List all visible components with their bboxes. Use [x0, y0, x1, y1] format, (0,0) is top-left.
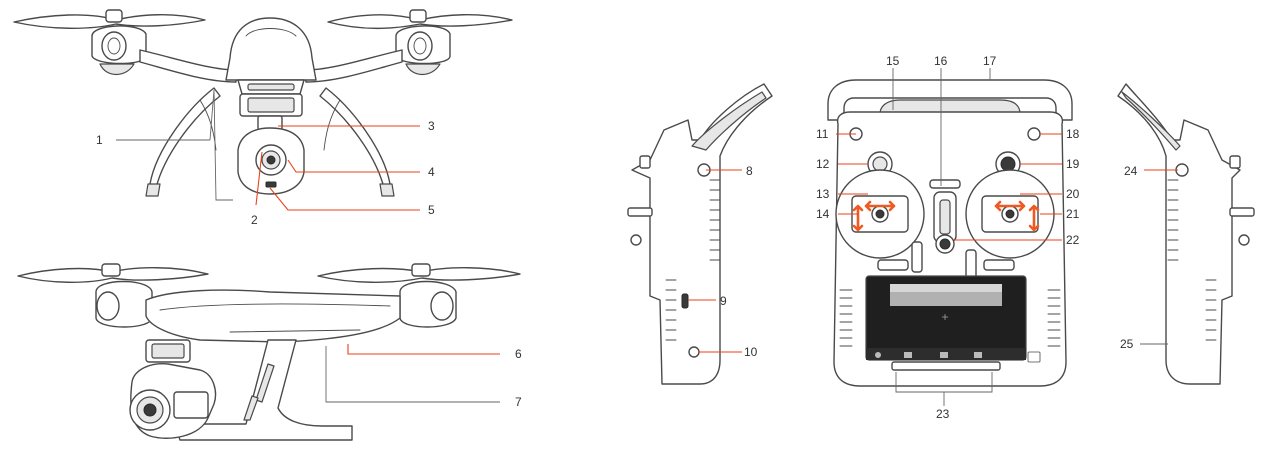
callout-labels: 1 2 3 4 5 6 7 8 9 10 11 12 13 14 15 16 1…: [96, 54, 1138, 421]
motor-pod-right: [395, 25, 451, 76]
callout-16: 16: [934, 54, 948, 68]
callout-8: 8: [746, 164, 753, 178]
callout-3: 3: [428, 119, 435, 133]
callout-21: 21: [1066, 207, 1080, 221]
callout-24: 24: [1124, 164, 1138, 178]
controller-front: [827, 68, 1073, 406]
callout-1: 1: [96, 133, 103, 147]
gimbal-camera: [237, 93, 305, 195]
controller-left-side: [627, 83, 773, 385]
callout-7: 7: [515, 395, 522, 409]
callout-12: 12: [816, 157, 830, 171]
callout-19: 19: [1066, 157, 1080, 171]
propeller-front-right: [327, 9, 513, 29]
callout-5: 5: [428, 203, 435, 217]
callout-10: 10: [744, 345, 758, 359]
motor-pod-left: [91, 25, 147, 76]
callout-2: 2: [251, 213, 258, 227]
callout-25: 25: [1120, 337, 1134, 351]
propeller-front-left: [13, 9, 206, 29]
drone-body: [225, 17, 317, 95]
callout-17: 17: [983, 54, 997, 68]
right-stick: [965, 169, 1055, 259]
drone-side-view: [17, 263, 521, 441]
callout-22: 22: [1066, 233, 1080, 247]
callout-14: 14: [816, 207, 830, 221]
callout-18: 18: [1066, 127, 1080, 141]
callout-20: 20: [1066, 187, 1080, 201]
left-stick: [835, 169, 925, 259]
controller-screen: [865, 275, 1041, 363]
controller-right-side: [1117, 83, 1255, 385]
callout-11: 11: [816, 127, 829, 141]
callout-4: 4: [428, 165, 435, 179]
callout-23: 23: [936, 407, 950, 421]
callout-9: 9: [720, 294, 727, 308]
callout-13: 13: [816, 187, 830, 201]
callout-15: 15: [886, 54, 900, 68]
drone-front-view: [13, 9, 513, 211]
callout-6: 6: [515, 347, 522, 361]
